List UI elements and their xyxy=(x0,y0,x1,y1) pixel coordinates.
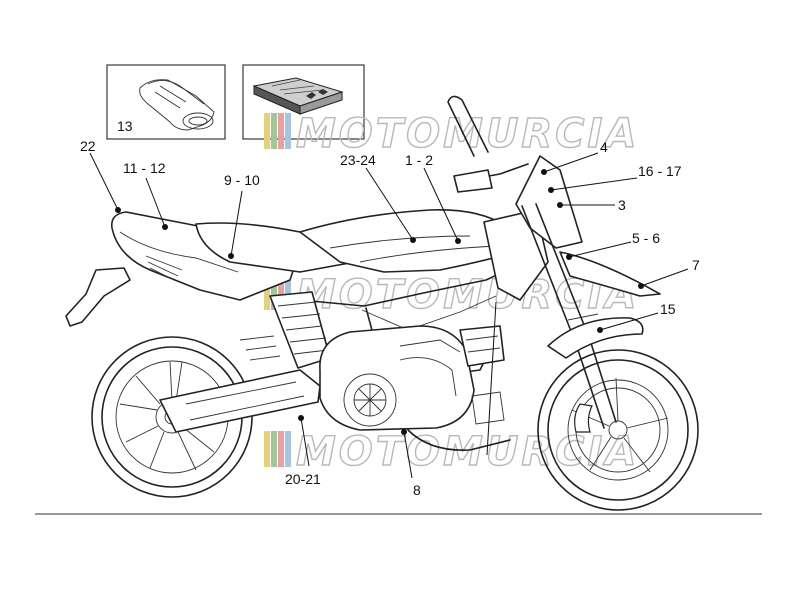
label-20-21: 20-21 xyxy=(285,471,321,487)
label-22: 22 xyxy=(80,138,96,154)
watermark-bottom: MOTOMURCIA xyxy=(264,428,639,476)
watermark-text: MOTOMURCIA xyxy=(296,429,639,475)
label-4: 4 xyxy=(600,139,608,155)
label-13: 13 xyxy=(117,118,133,134)
engine xyxy=(319,325,505,431)
label-9-10: 9 - 10 xyxy=(224,172,260,188)
label-1-2: 1 - 2 xyxy=(405,152,433,168)
label-8: 8 xyxy=(413,482,421,498)
part-labels: 22 11 - 12 9 - 10 23-24 1 - 2 4 16 - 17 … xyxy=(80,138,700,498)
front-mudguard xyxy=(547,317,644,359)
side-panel-front xyxy=(559,251,661,297)
watermark-text: MOTOMURCIA xyxy=(296,111,639,157)
exhaust xyxy=(407,429,511,451)
label-5-6: 5 - 6 xyxy=(632,230,660,246)
plate-holder xyxy=(65,267,131,327)
label-23-24: 23-24 xyxy=(340,152,376,168)
front-wheel xyxy=(537,349,699,511)
label-15: 15 xyxy=(660,301,676,317)
label-11-12: 11 - 12 xyxy=(123,160,166,176)
label-3: 3 xyxy=(618,197,626,213)
inset-box-13: 13 xyxy=(106,64,226,140)
motorcycle-drawing xyxy=(65,95,699,511)
inset-box-manual-kit xyxy=(242,64,365,140)
reference-dots xyxy=(115,169,644,435)
label-16-17: 16 - 17 xyxy=(638,163,682,179)
watermark-top: MOTOMURCIA xyxy=(264,110,639,158)
label-7: 7 xyxy=(692,257,700,273)
fuel-tank xyxy=(299,209,517,273)
leader-lines xyxy=(89,152,689,479)
swingarm xyxy=(159,369,321,433)
